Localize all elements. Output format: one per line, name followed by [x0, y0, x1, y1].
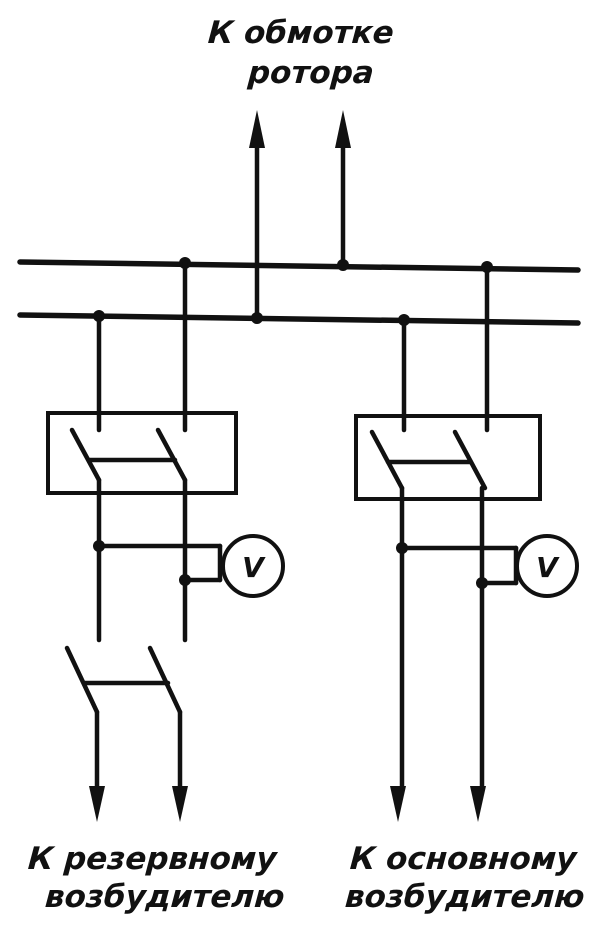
upper-bus-bar — [17, 259, 581, 273]
rotor-label-line1: К обмотке — [206, 15, 396, 51]
left-arrow-down-2 — [172, 786, 188, 822]
right-breaker-box — [354, 414, 542, 501]
left-breaker-box — [46, 411, 238, 495]
right-voltmeter-icon — [515, 534, 579, 598]
main-exciter-label-line1: К основному — [348, 841, 578, 877]
left-disconnect-blade-2 — [147, 645, 183, 715]
right-voltmeter-symbol: V — [536, 551, 560, 584]
rotor-arrow-right — [335, 110, 351, 148]
left-breaker-blade-1 — [69, 427, 102, 483]
left-arrow-down-1 — [89, 786, 105, 822]
left-voltmeter-icon — [221, 534, 285, 598]
right-arrow-down-2 — [470, 786, 486, 822]
left-disconnect-blade-1 — [64, 645, 100, 715]
junction-dot — [251, 312, 263, 324]
reserve-exciter-label-line2: возбудителю — [43, 879, 286, 915]
junction-dot — [337, 259, 349, 271]
rotor-arrow-left — [249, 110, 265, 148]
reserve-exciter-label-line1: К резервному — [26, 841, 278, 877]
left-breaker-blade-2 — [155, 427, 188, 483]
rotor-label-line2: ротора — [246, 55, 376, 91]
right-arrow-down-1 — [390, 786, 406, 822]
left-voltmeter-symbol: V — [242, 551, 266, 584]
main-exciter-label-line2: возбудителю — [343, 879, 586, 915]
